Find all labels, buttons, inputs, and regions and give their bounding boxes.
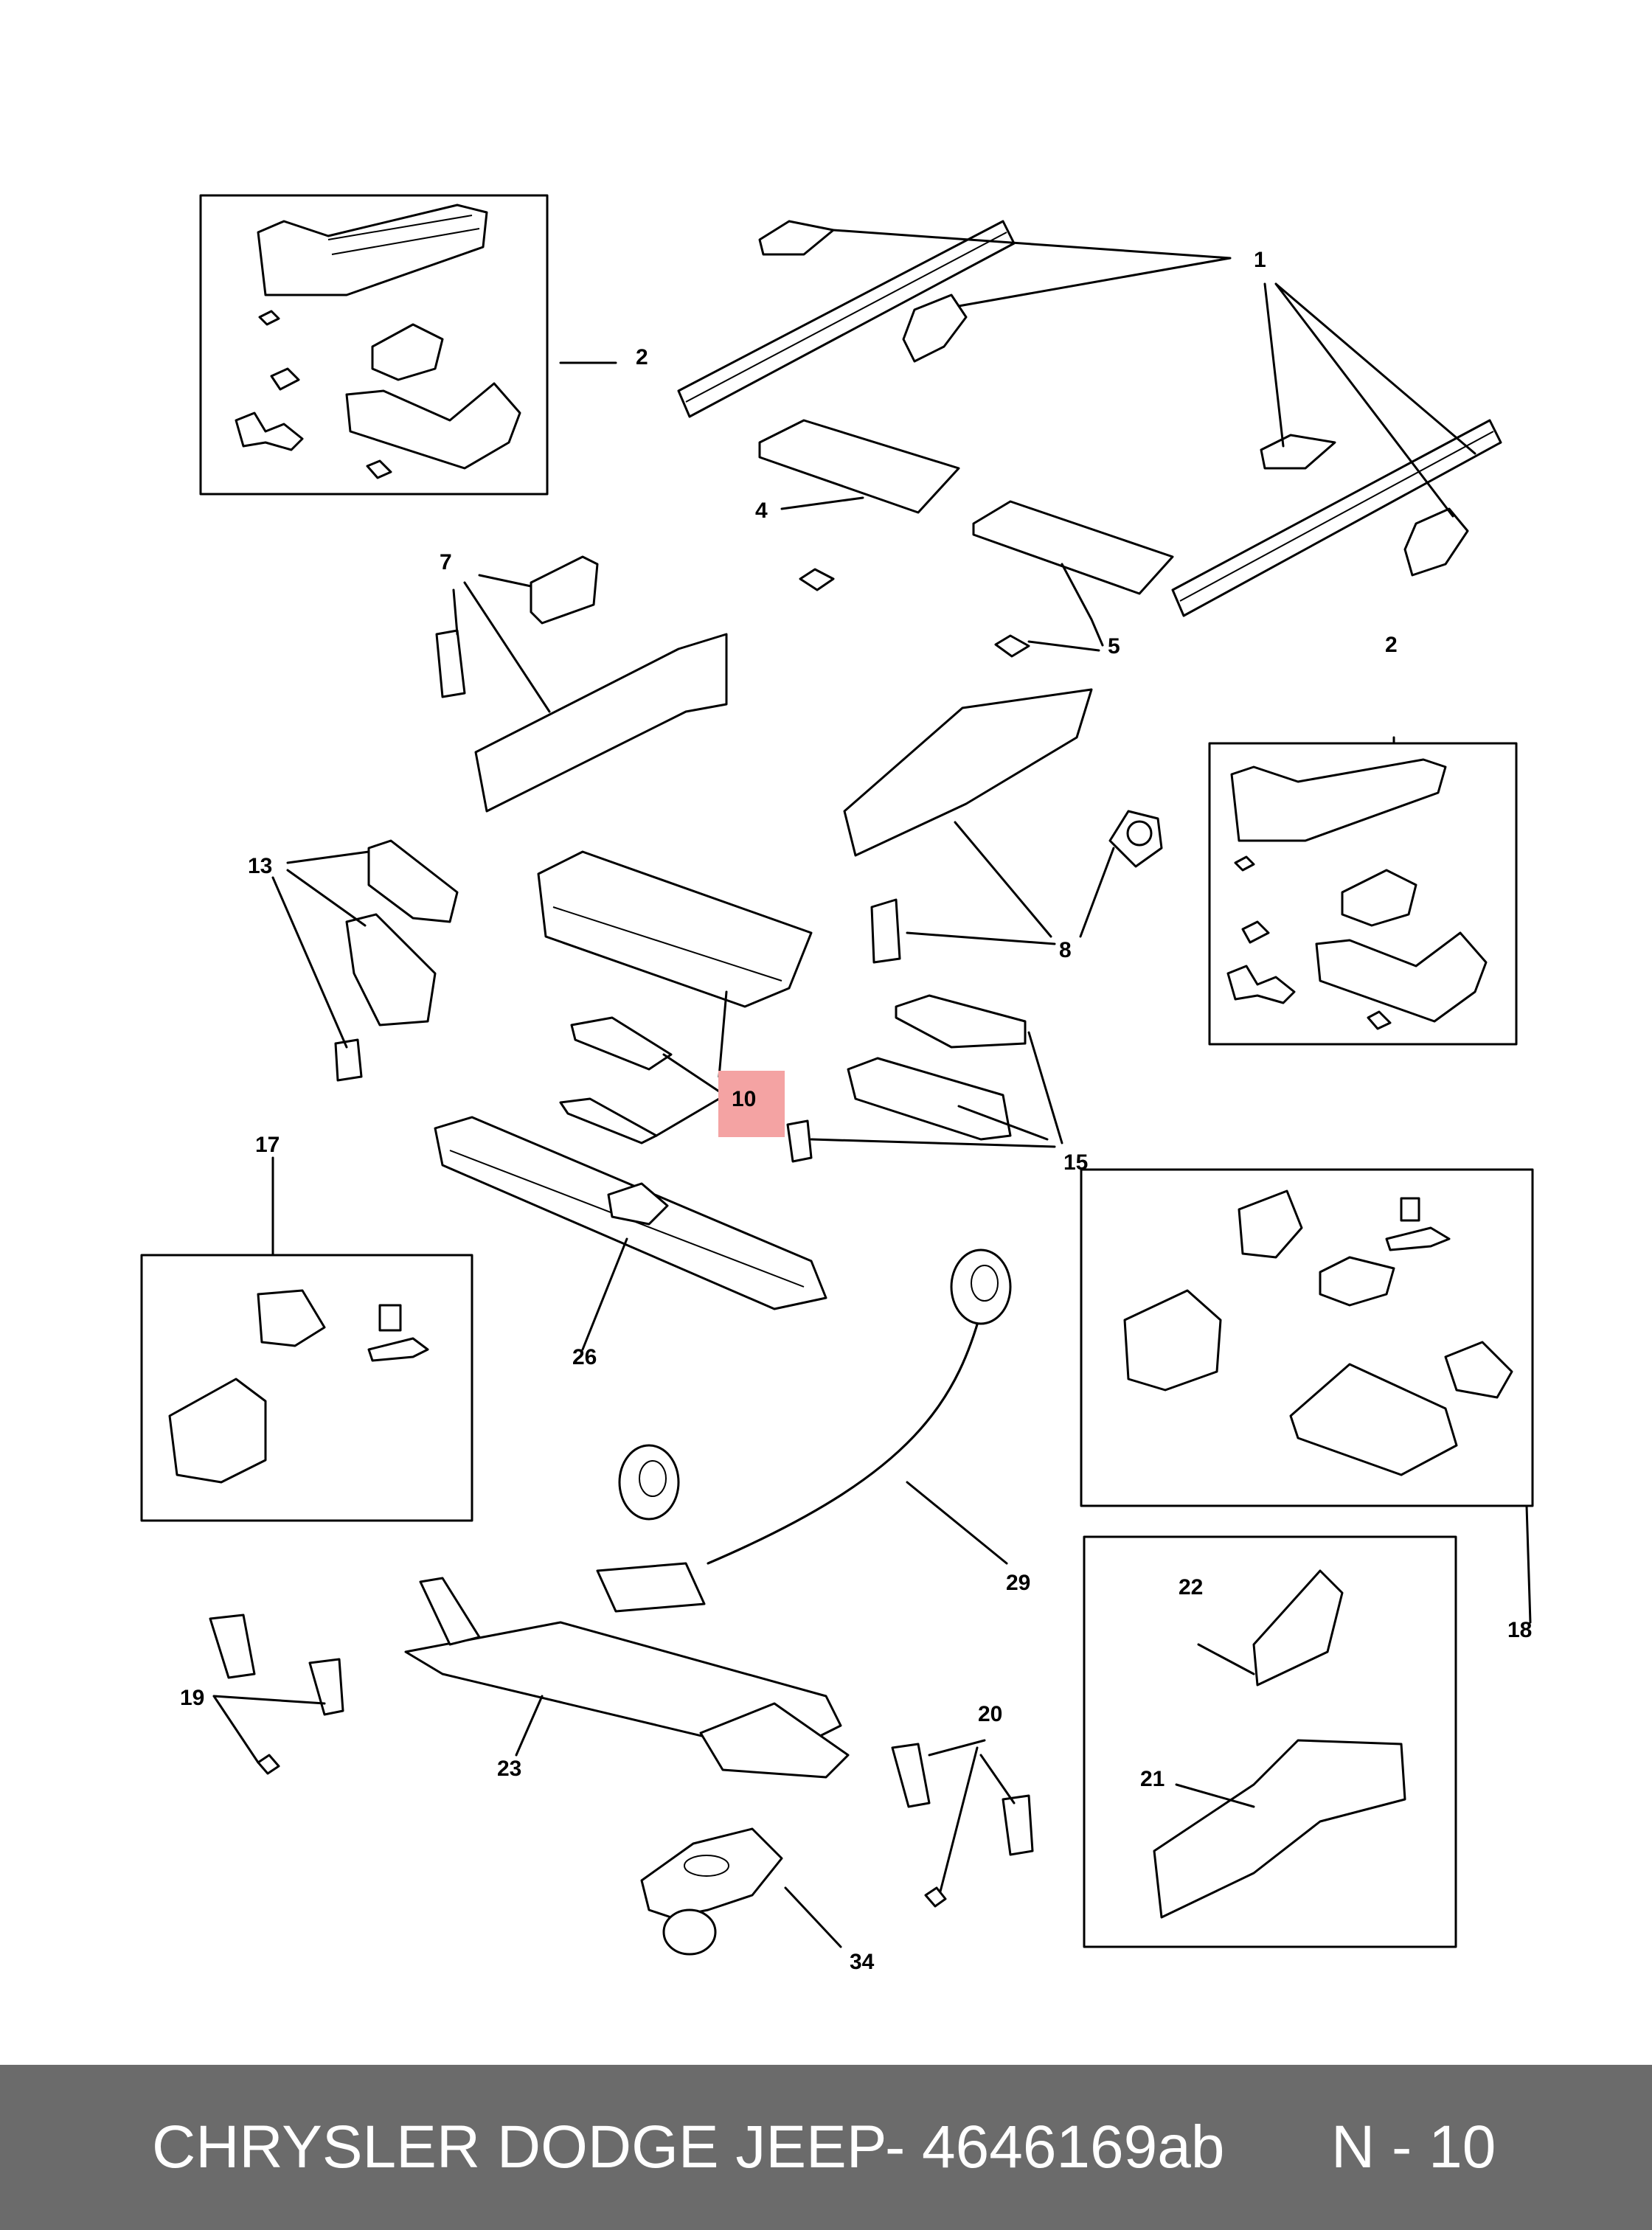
part-19-bracket-a <box>209 1614 256 1679</box>
part-1-pad-lower <box>1260 434 1336 470</box>
part-2-right-rail <box>1230 758 1447 842</box>
part-10-radiator-support <box>537 850 813 1008</box>
callout-17: 17 <box>255 1133 280 1157</box>
part-8-mount <box>1108 810 1163 868</box>
part-2-right-tab <box>1367 1010 1392 1030</box>
part-2-left-plate <box>270 367 300 391</box>
part-15-brace-a <box>895 994 1027 1049</box>
part-20-bracket-a <box>891 1743 931 1808</box>
part-2-right-bracket <box>1341 869 1417 927</box>
part-17-bracket <box>257 1289 326 1347</box>
part-13-bracket-b <box>345 913 437 1027</box>
part-18-panel <box>1123 1289 1222 1392</box>
part-23-k-frame <box>404 1577 850 1779</box>
part-19-clip <box>257 1754 280 1775</box>
callout-10-highlight <box>718 1071 785 1137</box>
part-18-fastener <box>1385 1197 1451 1251</box>
callout-1: 1 <box>1254 248 1266 272</box>
part-34-mount <box>640 1827 783 1956</box>
callout-21: 21 <box>1140 1767 1165 1791</box>
callout-18: 18 <box>1507 1618 1532 1642</box>
callout-8: 8 <box>1059 938 1072 962</box>
callout-2-right: 2 <box>1385 633 1398 657</box>
part-8-frame-rail <box>843 688 1093 857</box>
parts-diagram: 1 2 2 4 5 7 8 10 13 15 17 18 19 20 21 22… <box>140 194 1534 1974</box>
part-13-bracket-a <box>367 839 459 923</box>
callout-23: 23 <box>497 1757 521 1781</box>
callout-29: 29 <box>1006 1571 1030 1595</box>
part-4-gusset <box>799 568 835 591</box>
part-1-bracket-lower <box>1403 507 1469 577</box>
part-2-left-pan <box>345 382 521 470</box>
callout-22: 22 <box>1179 1575 1203 1599</box>
leader-lines <box>212 229 1532 1948</box>
callout-20: 20 <box>978 1702 1002 1726</box>
part-1-bracket-upper <box>902 293 968 363</box>
footer-bar: CHRYSLER DODGE JEEP - 4646169ab N - 10 <box>0 2065 1652 2230</box>
part-1-rail-lower <box>1171 419 1502 617</box>
part-21-panel <box>1153 1739 1406 1919</box>
part-10-bracket-small <box>786 1119 813 1163</box>
callout-7: 7 <box>440 550 452 574</box>
part-4-crossmember <box>758 419 960 514</box>
part-18-small-bracket <box>1444 1341 1513 1399</box>
part-1-pad-upper <box>758 220 835 256</box>
part-2-right-hook <box>1226 965 1296 1004</box>
part-2-left-hook <box>235 411 304 451</box>
part-5-gusset <box>994 634 1030 658</box>
part-7-bracket-a <box>530 555 599 625</box>
part-10-plate-b <box>559 1097 658 1144</box>
part-29-sway-bar <box>596 1248 1012 1613</box>
callout-15: 15 <box>1063 1150 1088 1175</box>
footer-page-code: N - 10 <box>1331 2113 1496 2181</box>
callout-5: 5 <box>1108 634 1120 659</box>
callout-10: 10 <box>732 1087 756 1111</box>
callout-2-left: 2 <box>636 345 648 369</box>
inset-box-2-left <box>199 194 549 496</box>
part-5-crossmember <box>972 500 1174 595</box>
inset-box-18 <box>1080 1168 1534 1507</box>
callout-19: 19 <box>180 1686 204 1710</box>
footer-part-number: 4646169ab <box>922 2113 1225 2181</box>
part-17-panel <box>168 1378 267 1484</box>
part-2-left-tab <box>366 459 392 479</box>
part-26-crossmember <box>434 1116 827 1310</box>
part-18-bracket <box>1238 1189 1303 1259</box>
part-20-clip <box>924 1886 947 1908</box>
callout-13: 13 <box>248 854 272 878</box>
part-2-left-bracket <box>371 323 444 381</box>
part-22-bracket <box>1252 1569 1344 1687</box>
footer-brand: CHRYSLER DODGE JEEP <box>152 2113 887 2181</box>
part-2-right-plate <box>1241 920 1270 944</box>
part-15-brace-b <box>847 1057 1012 1141</box>
part-2-right-clip <box>1234 855 1255 872</box>
callout-26: 26 <box>572 1345 597 1369</box>
part-2-right-pan <box>1315 931 1488 1023</box>
inset-box-21-22 <box>1083 1535 1457 1948</box>
part-18-plate <box>1319 1256 1395 1307</box>
part-20-bracket-b <box>1002 1794 1034 1856</box>
part-2-left-clip <box>258 310 280 326</box>
inset-box-2-right <box>1208 742 1518 1046</box>
part-8-bracket <box>870 898 901 964</box>
part-17-fastener <box>367 1304 429 1362</box>
part-10-plate-a <box>570 1016 673 1071</box>
part-13-bracket-c <box>334 1038 363 1082</box>
footer-separator: - <box>885 2113 906 2181</box>
inset-box-17 <box>140 1254 473 1522</box>
part-7-frame-rail <box>474 633 728 813</box>
part-2-left-rail <box>257 204 488 296</box>
part-18-pan <box>1289 1363 1458 1476</box>
part-19-bracket-b <box>308 1658 344 1716</box>
callout-34: 34 <box>850 1950 875 1974</box>
part-7-bracket-b <box>435 629 466 698</box>
callout-4: 4 <box>755 499 768 523</box>
